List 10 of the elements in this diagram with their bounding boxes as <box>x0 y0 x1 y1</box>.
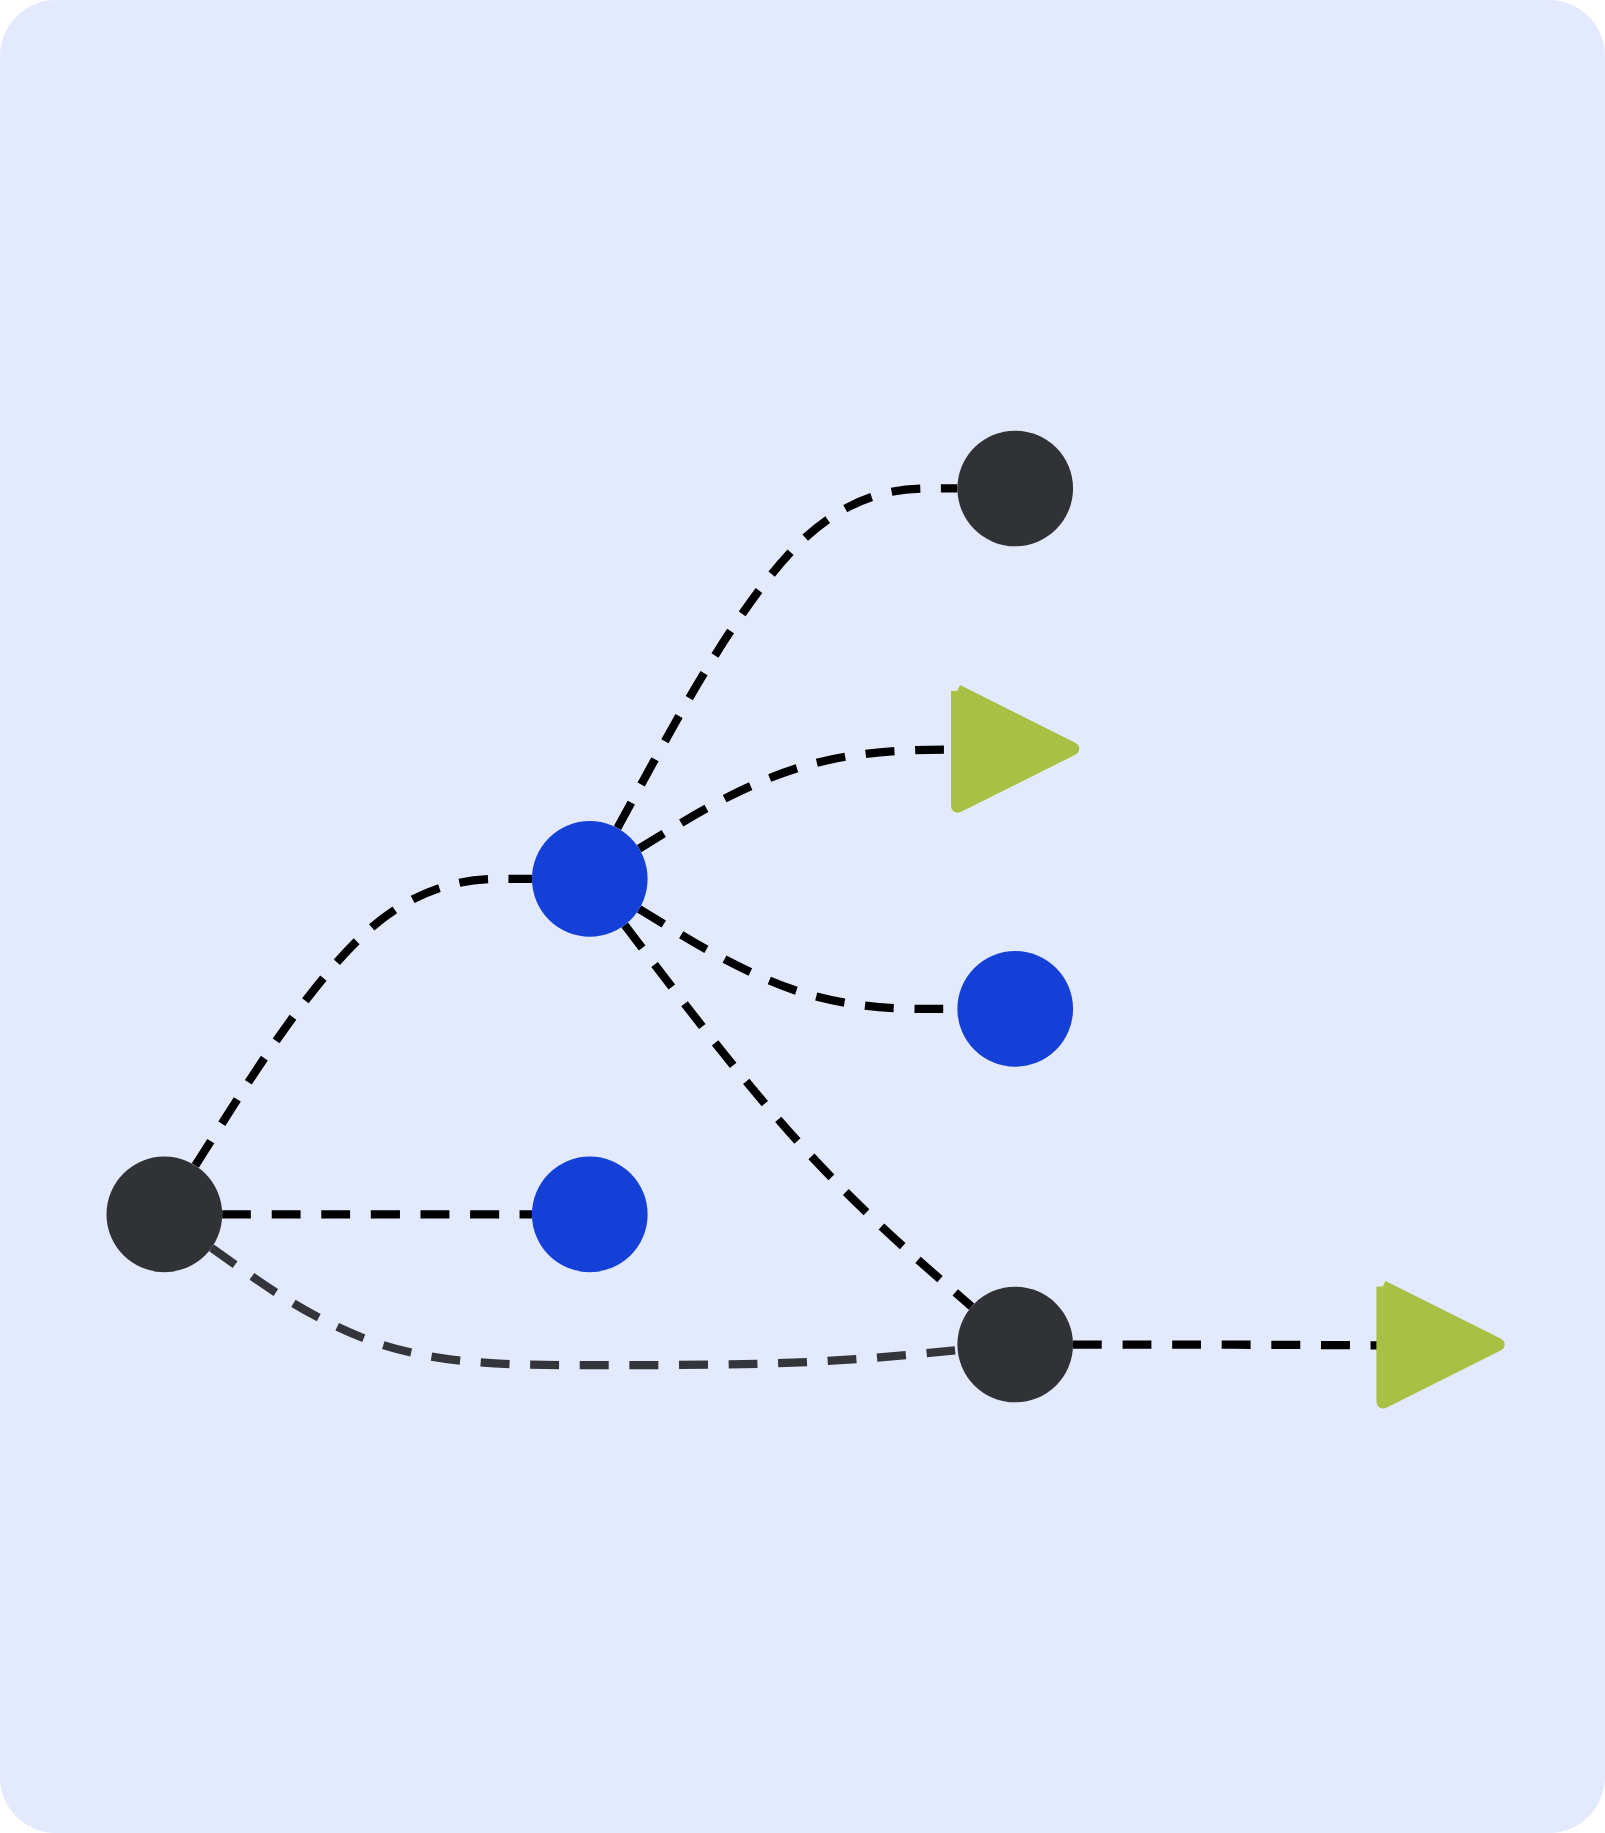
node-circle <box>957 951 1074 1067</box>
node-circle <box>957 1286 1074 1403</box>
connector <box>222 1210 532 1219</box>
node-circle <box>531 821 648 937</box>
node-circle <box>531 1156 648 1273</box>
connector <box>191 874 532 1168</box>
connector <box>621 922 975 1310</box>
connector <box>613 484 958 830</box>
node-circle <box>957 430 1074 547</box>
node-circle <box>106 1156 223 1273</box>
